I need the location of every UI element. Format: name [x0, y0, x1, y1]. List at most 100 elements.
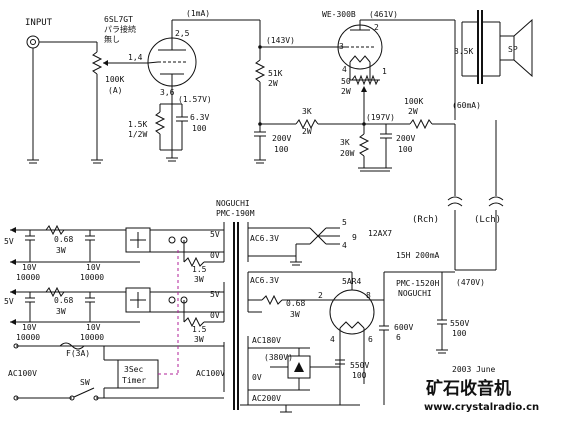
- dec-cap1-v: 200V: [272, 134, 291, 143]
- dec-node-voltage: (197V): [366, 113, 395, 122]
- pot-value: 100K: [105, 75, 124, 84]
- volume-pot: [91, 42, 148, 164]
- choke-filter: [379, 271, 455, 405]
- ot-primary: 3.5K: [454, 47, 473, 56]
- supply-cap1-v: 600V: [394, 323, 413, 332]
- tube3-pin9: 9: [352, 233, 357, 242]
- heater-supply-b: [10, 286, 224, 328]
- plate-r-watt: 2W: [268, 79, 278, 88]
- heater-sec-5v-b: 5V: [210, 290, 220, 299]
- cathode-r-value: 1.5K: [128, 120, 147, 129]
- b-voltage: (470V): [456, 278, 485, 287]
- switch-label: SW: [80, 378, 90, 387]
- mains-input: [13, 250, 224, 401]
- watermark-url: www.crystalradio.cn: [424, 402, 539, 413]
- tube2-type: WE-300B: [322, 10, 356, 19]
- heater-cap-d-v: 10V: [86, 323, 101, 332]
- dec-r1: 3K: [302, 107, 312, 116]
- heater-a-out-v: 5V: [4, 237, 14, 246]
- tube3-type: 12AX7: [368, 229, 392, 238]
- ptf-ac200: AC200V: [252, 394, 281, 403]
- input-jack: [26, 35, 97, 164]
- rectifier-pin8: 8: [366, 291, 371, 300]
- heater-ac63-b: AC6.3V: [250, 276, 279, 285]
- tube1-type: 6SL7GT: [104, 15, 133, 24]
- cathode-c-cap: 100: [192, 124, 207, 133]
- hum-pot-watt: 2W: [341, 87, 351, 96]
- ptf-model: PMC-190M: [216, 209, 255, 218]
- heater-supply-a: [10, 224, 224, 268]
- dec-r3w: 2W: [408, 107, 418, 116]
- heater-cap-c-v: 10V: [22, 323, 37, 332]
- speaker-label: SP: [508, 45, 518, 54]
- tube3-pin4: 4: [342, 241, 347, 250]
- dec-cap2-v: 200V: [396, 134, 415, 143]
- mains-ac-in: AC100V: [8, 369, 37, 378]
- heater-cap-d-c: 10000: [80, 333, 104, 342]
- tube2-pin-fil-a: 4: [342, 65, 347, 74]
- footer-date: 2003 June: [452, 365, 496, 374]
- hum-pot-value: 50: [341, 77, 351, 86]
- dec-r1w: 2W: [302, 127, 312, 136]
- tube1-current: (1mA): [186, 9, 210, 18]
- heater-ac63-r: 0.68: [286, 299, 305, 308]
- plate-r-value: 51K: [268, 69, 283, 78]
- plate-resistor: [254, 20, 340, 124]
- fuse-label: F(3A): [66, 349, 90, 358]
- rectifier-pin6: 6: [368, 335, 373, 344]
- cathode-r-watt: 1/2W: [128, 130, 147, 139]
- tube1-pins-cathode: 3,6: [160, 88, 175, 97]
- heater-ac63-r-w: 3W: [290, 310, 300, 319]
- supply-cap3-c: 100: [352, 371, 367, 380]
- dec-r2w: 20W: [340, 149, 355, 158]
- ptf-maker: NOGUCHI: [216, 199, 250, 208]
- heater-cap-b-c: 10000: [80, 273, 104, 282]
- supply-cap1-c: 6: [396, 333, 401, 342]
- heater-r15-b: 1.5: [192, 325, 207, 334]
- tube3-pin5: 5: [342, 218, 347, 227]
- heater-b-r: 0.68: [54, 296, 73, 305]
- hum-balance-pot: [350, 74, 380, 124]
- ptf-zero-v: 0V: [252, 373, 262, 382]
- heater-r15-a-w: 3W: [194, 275, 204, 284]
- heater-b-r-w: 3W: [56, 307, 66, 316]
- decoupling-network: [254, 118, 455, 172]
- tube1-note-2: 無し: [104, 34, 120, 44]
- heater-sec-5v-a: 5V: [210, 230, 220, 239]
- tube-6sl7gt: [147, 19, 260, 150]
- choke-maker: NOGUCHI: [398, 289, 432, 298]
- tube1-pins-grid: 1,4: [128, 53, 143, 62]
- dec-cap2-c: 100: [398, 145, 413, 154]
- tube1-pins-plate: 2,5: [175, 29, 190, 38]
- tube2-pin-grid: 3: [339, 42, 344, 51]
- heater-r15-a: 1.5: [192, 265, 207, 274]
- bridge-rectifier: [240, 347, 360, 413]
- pot-tag: (A): [108, 86, 122, 95]
- cathode-c-voltage: 6.3V: [190, 113, 209, 122]
- bridge-voltage: (380V): [264, 353, 293, 362]
- supply-cap2-c: 100: [452, 329, 467, 338]
- heater-cap-b-v: 10V: [86, 263, 101, 272]
- dec-current: (60mA): [452, 101, 481, 110]
- timer-line-1: 3Sec: [124, 365, 143, 374]
- supply-cap3-v: 550V: [350, 361, 369, 370]
- watermark-cn: 矿石收音机: [426, 378, 511, 399]
- power-transformer: [223, 222, 249, 410]
- heater-cap-a-v: 10V: [22, 263, 37, 272]
- dec-r2: 3K: [340, 138, 350, 147]
- cathode-network: [154, 103, 188, 162]
- supply-cap2-v: 550V: [450, 319, 469, 328]
- heater-cap-c-c: 10000: [16, 333, 40, 342]
- heater-12ax7: [248, 227, 340, 266]
- heater-ac63-a: AC6.3V: [250, 234, 279, 243]
- channel-right: (Rch): [412, 215, 439, 225]
- heater-b-out-v: 5V: [4, 297, 14, 306]
- dec-cap1-c: 100: [274, 145, 289, 154]
- tube2-plate-voltage: (461V): [369, 10, 398, 19]
- tube1-note-1: パラ接続: [104, 24, 136, 34]
- tube-5ar4: [248, 271, 384, 405]
- choke-value: 15H 200mA: [396, 251, 440, 260]
- output-transformer: [454, 10, 500, 120]
